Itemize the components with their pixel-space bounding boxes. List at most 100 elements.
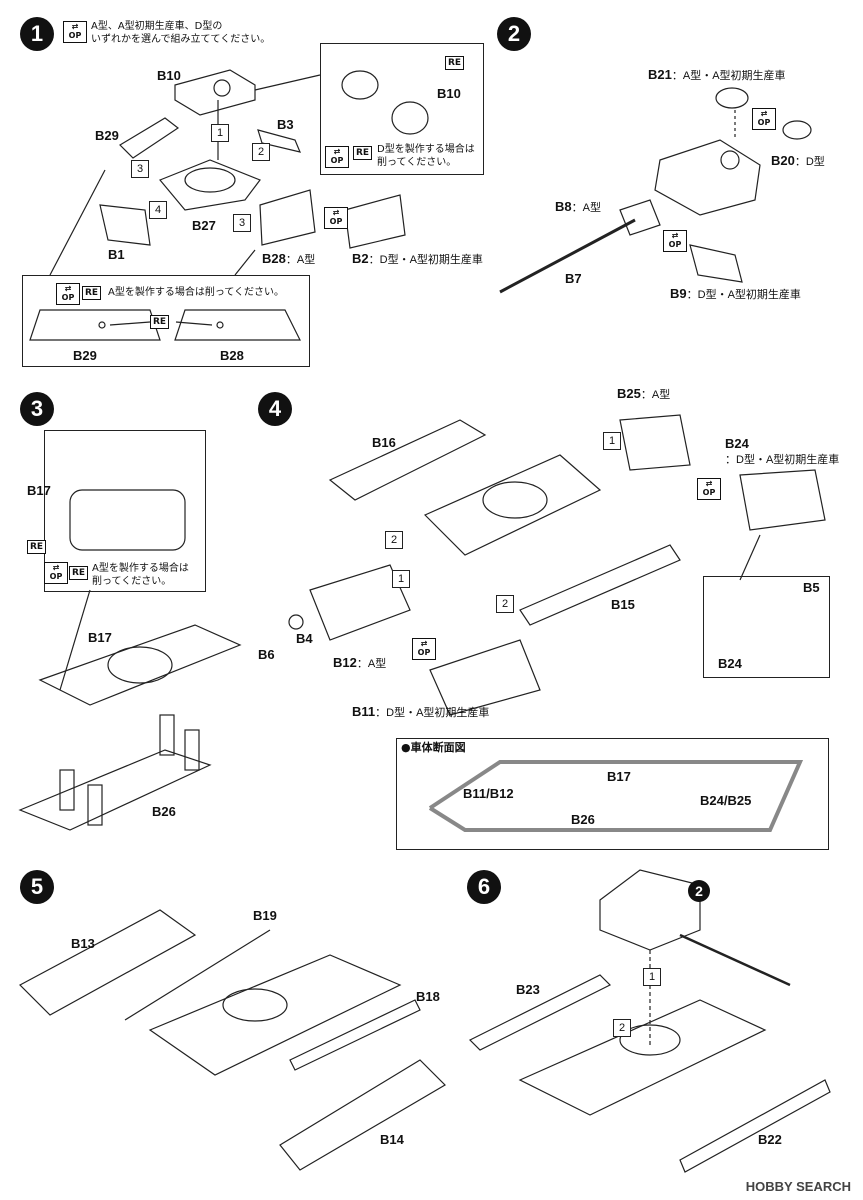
part-b24	[739, 469, 826, 531]
op-icon: ⇄OP	[697, 478, 721, 500]
part-b13	[19, 909, 197, 1016]
label-b16: B16	[372, 435, 396, 450]
sec-label-b26: B26	[571, 812, 595, 827]
label-b25: B25：A型	[617, 386, 671, 401]
cross-section-panel	[396, 738, 829, 850]
hull-cross-section	[428, 760, 804, 832]
label-b14: B14	[380, 1132, 404, 1147]
sec-label-b17: B17	[607, 769, 631, 784]
part-b17-step4	[423, 454, 602, 556]
label-b20: B20：D型	[771, 153, 825, 168]
label-b15: B15	[611, 597, 635, 612]
part-b7	[499, 218, 636, 294]
order-2: 2	[613, 1019, 631, 1037]
part-b16	[328, 419, 487, 501]
label-b28: B28：A型	[262, 251, 316, 266]
label-b12: B12：A型	[333, 655, 387, 670]
order-3a: 3	[131, 160, 149, 178]
order-1: 1	[643, 968, 661, 986]
label-b29-plate: B29	[73, 348, 97, 363]
d-type-note: D型を製作する場合は削ってください。	[377, 144, 475, 168]
label-b4: B4	[296, 631, 313, 646]
part-b25	[619, 414, 691, 471]
label-b7: B7	[565, 271, 582, 286]
order-1: 1	[211, 124, 229, 142]
op-icon: ⇄OP	[44, 562, 68, 584]
label-b6: B6	[258, 647, 275, 662]
step-2-marker: 2	[497, 17, 531, 51]
part-b1	[99, 204, 151, 246]
step-4-marker: 4	[258, 392, 292, 426]
part-b28	[259, 189, 316, 246]
label-b17-inset: B17	[27, 483, 51, 498]
label-b5: B5	[803, 580, 820, 595]
step1-note: A型、A型初期生産車、D型のいずれかを選んで組み立ててください。	[91, 21, 271, 45]
part-b23	[468, 974, 612, 1051]
part-b15	[519, 544, 681, 626]
op-icon: ⇄OP	[663, 230, 687, 252]
turret	[654, 139, 761, 216]
ref-step-2: 2	[688, 880, 710, 902]
a-type-note: A型を製作する場合は削ってください。	[108, 287, 285, 298]
op-icon: ⇄OP	[412, 638, 436, 660]
label-b8: B8：A型	[555, 199, 601, 214]
sec-label-b24: B24/B25	[700, 793, 752, 808]
hull-step6	[518, 999, 767, 1116]
label-b22: B22	[758, 1132, 782, 1147]
label-b10-inset: B10	[437, 86, 461, 101]
step-6-marker: 6	[467, 870, 501, 904]
step-1-marker: 1	[20, 17, 54, 51]
re-icon: RE	[353, 146, 373, 160]
label-b19: B19	[253, 908, 277, 923]
hull-step5	[148, 954, 402, 1076]
part-b26	[18, 749, 212, 831]
order-1: 1	[603, 432, 621, 450]
step3-note: A型を製作する場合は削ってください。	[92, 563, 189, 587]
label-b26: B26	[152, 804, 176, 819]
part-b9	[689, 244, 743, 283]
part-b8	[619, 199, 661, 236]
label-b29: B29	[95, 128, 119, 143]
part-b4	[288, 614, 304, 630]
re-icon: RE	[27, 540, 47, 554]
re-icon: RE	[150, 315, 170, 329]
order-2: 2	[496, 595, 514, 613]
label-b27: B27	[192, 218, 216, 233]
label-b10: B10	[157, 68, 181, 83]
order-3b: 3	[233, 214, 251, 232]
order-4: 4	[149, 201, 167, 219]
order-2: 2	[252, 143, 270, 161]
order-2: 2	[385, 531, 403, 549]
label-b13: B13	[71, 936, 95, 951]
step-5-marker: 5	[20, 870, 54, 904]
plate-b28	[174, 309, 301, 341]
label-b17: B17	[88, 630, 112, 645]
order-1: 1	[392, 570, 410, 588]
part-b14	[279, 1059, 446, 1171]
label-b28-plate: B28	[220, 348, 244, 363]
re-icon: RE	[69, 566, 89, 580]
turret-step6	[599, 869, 701, 951]
label-b24-inset: B24	[718, 656, 742, 671]
part-b29	[119, 117, 180, 159]
label-b23: B23	[516, 982, 540, 997]
part-b3	[257, 129, 302, 153]
label-b1: B1	[108, 247, 125, 262]
inset-plate-note	[22, 275, 310, 367]
part-b21	[715, 87, 749, 109]
op-icon: ⇄OP	[325, 146, 349, 168]
part-b27	[159, 159, 261, 211]
label-b2: B2：D型・A型初期生産車	[352, 251, 483, 266]
part-b11	[429, 639, 541, 716]
part-b2	[344, 194, 406, 249]
part-b12	[309, 564, 411, 641]
label-b24: B24：D型・A型初期生産車	[725, 436, 840, 466]
op-icon: ⇄OP	[56, 283, 80, 305]
plate-b29	[29, 309, 161, 341]
inset-b17-detail	[44, 430, 206, 592]
cross-section-title: ●車体断面図	[401, 741, 466, 754]
re-icon: RE	[445, 56, 465, 70]
part-b10	[174, 69, 256, 116]
re-icon: RE	[82, 286, 102, 300]
